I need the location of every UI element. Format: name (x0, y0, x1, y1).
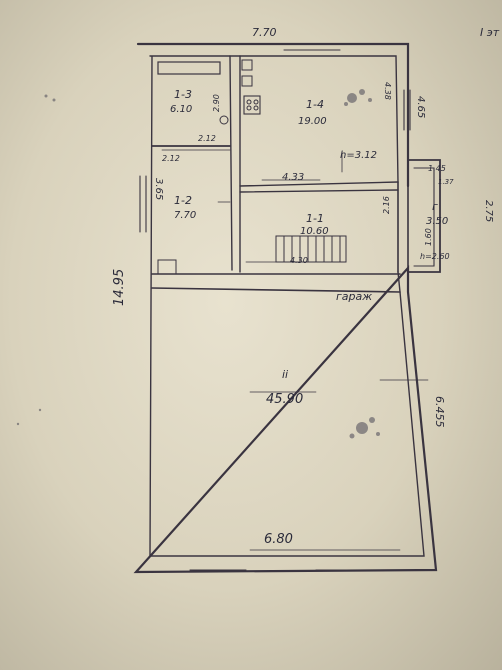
dim-porch-inner: 1.37 (438, 178, 454, 186)
window-top (283, 43, 341, 51)
dim-room11-depth: 2.16 (382, 196, 391, 214)
room-area-porch: 3.50 (426, 216, 449, 227)
room-area-1-3: 6.10 (170, 104, 193, 115)
room-number-porch: г (432, 200, 438, 213)
outer-wall (133, 42, 438, 574)
partition-hall (239, 181, 399, 193)
dim-room12-height: 3.65 (153, 178, 164, 201)
dim-ceiling-top: h=3.12 (340, 150, 377, 161)
dim-left-height: 14.95 (112, 268, 127, 306)
porch-wall (407, 159, 441, 273)
dim-porch-ceiling: h=2.60 (420, 252, 450, 261)
stairs (275, 235, 347, 263)
floor-label: I эт (480, 26, 500, 39)
room-number-1-3: 1-3 (174, 88, 192, 101)
inner-wall-line (149, 55, 425, 557)
room-number-garage: ii (282, 368, 289, 381)
dim-porch-side: 1.60 (424, 228, 433, 246)
partition-garage (151, 273, 401, 293)
window-left (139, 175, 147, 233)
dim-room13-width: 2.12 (198, 134, 216, 143)
room-number-1-4: 1-4 (306, 98, 324, 111)
garage-label: гараж (336, 290, 373, 303)
stove (243, 95, 261, 115)
room-number-1-1: 1-1 (306, 212, 324, 225)
dim-porch-width: 1.45 (428, 164, 446, 173)
dim-right-lower: 6.455 (433, 396, 446, 428)
sink (157, 259, 177, 275)
dim-lower-width: 4.30 (290, 256, 308, 265)
room-area-garage: 45.90 (266, 392, 304, 407)
dim-room13-depth: 2.90 (212, 94, 221, 112)
window-right (403, 89, 411, 131)
dim-bottom-width: 6.80 (264, 532, 293, 547)
dim-porch-height: 2.75 (483, 200, 494, 223)
room-number-1-2: 1-2 (174, 194, 192, 207)
dim-room14-height: 4.38 (383, 82, 392, 100)
window-bottom-left (189, 555, 247, 571)
dim-room12-width: 2.12 (162, 154, 180, 163)
bathtub (157, 61, 221, 75)
dim-top-width: 7.70 (252, 26, 277, 39)
dim-mid-width: 4.33 (282, 172, 305, 183)
room-area-1-2: 7.70 (174, 210, 197, 221)
dim-right-upper: 4.65 (415, 96, 426, 119)
room-area-1-1: 10.60 (300, 226, 329, 237)
window-bottom-right (315, 555, 379, 571)
room-area-1-4: 19.00 (298, 116, 327, 127)
